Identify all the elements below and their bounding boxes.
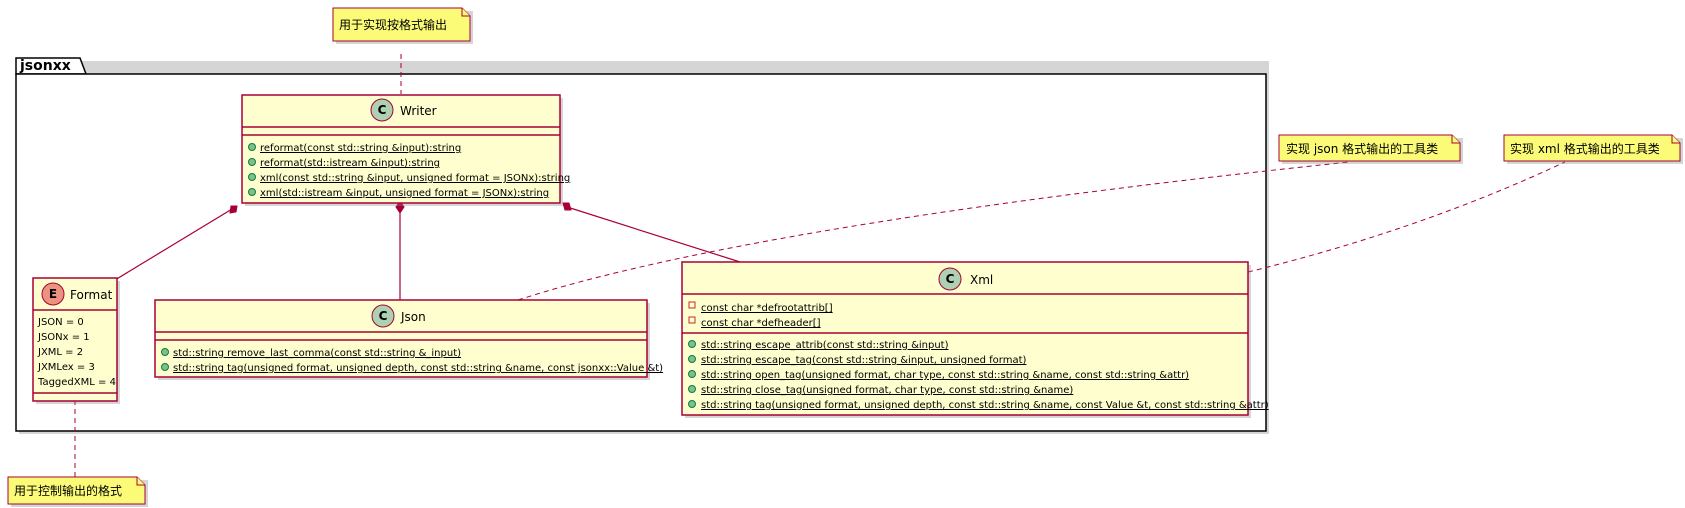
- class-stereotype-icon: [371, 304, 395, 328]
- assoc-writer-format: [114, 205, 238, 281]
- writer-method-3: xml(const std::string &input, unsigned f…: [260, 173, 570, 184]
- note-text-writer: 用于实现按格式输出: [339, 17, 447, 32]
- format-constant-2: JSONx = 1: [37, 332, 90, 343]
- xml-method-5: std::string tag(unsigned format, unsigne…: [701, 400, 1269, 411]
- composition-diamond-format: [229, 205, 238, 214]
- xml-method-3: std::string open_tag(unsigned format, ch…: [701, 370, 1189, 381]
- public-method-icon: [688, 340, 696, 348]
- enum-stereotype-letter: E: [49, 287, 57, 301]
- xml-field-2: const char *defheader[]: [701, 318, 821, 329]
- class-stereotype-letter: C: [946, 272, 955, 286]
- class-xml[interactable]: C Xml const char *defrootattrib[] const …: [681, 261, 1269, 418]
- enum-format[interactable]: E Format JSON = 0 JSONx = 1 JXML = 2 JXM…: [32, 277, 120, 404]
- class-stereotype-letter: C: [378, 103, 387, 117]
- associations: [114, 200, 741, 300]
- note-xml: 实现 xml 格式输出的工具类: [1503, 134, 1683, 164]
- public-method-icon: [248, 188, 256, 196]
- format-constant-1: JSON = 0: [37, 317, 84, 328]
- public-method-icon: [248, 173, 256, 181]
- composition-diamond-json: [395, 200, 405, 214]
- xml-field-1: const char *defrootattrib[]: [701, 303, 833, 314]
- json-method-2: std::string tag(unsigned format, unsigne…: [173, 363, 663, 374]
- public-method-icon: [688, 385, 696, 393]
- class-stereotype-icon: [370, 98, 394, 122]
- writer-method-2: reformat(std::istream &input):string: [260, 158, 440, 169]
- class-name-xml: Xml: [970, 273, 993, 287]
- json-method-1: std::string remove_last_comma(const std:…: [173, 348, 461, 359]
- xml-method-1: std::string escape_attrib(const std::str…: [701, 340, 949, 351]
- xml-method-4: std::string close_tag(unsigned format, c…: [701, 385, 1073, 396]
- class-name-writer: Writer: [400, 104, 437, 118]
- package-title: jsonxx: [19, 58, 71, 74]
- note-writer: 用于实现按格式输出: [332, 7, 473, 44]
- note-text-xml: 实现 xml 格式输出的工具类: [1510, 141, 1660, 156]
- writer-method-4: xml(std::istream &input, unsigned format…: [260, 188, 549, 199]
- format-constant-5: TaggedXML = 4: [37, 377, 116, 388]
- public-method-icon: [688, 400, 696, 408]
- note-text-format: 用于控制输出的格式: [14, 483, 122, 498]
- composition-diamond-xml: [562, 202, 572, 211]
- note-format: 用于控制输出的格式: [7, 476, 148, 507]
- note-links: [74, 54, 1566, 477]
- note-text-json: 实现 json 格式输出的工具类: [1286, 141, 1438, 156]
- note-json: 实现 json 格式输出的工具类: [1278, 134, 1463, 164]
- public-method-icon: [248, 143, 256, 151]
- public-method-icon: [688, 355, 696, 363]
- class-writer[interactable]: C Writer reformat(const std::string &inp…: [241, 94, 570, 206]
- private-field-icon: [688, 316, 696, 324]
- format-constant-3: JXML = 2: [37, 347, 83, 358]
- public-method-icon: [161, 348, 169, 356]
- writer-method-1: reformat(const std::string &input):strin…: [260, 143, 461, 154]
- xml-method-2: std::string escape_tag(const std::string…: [701, 355, 1027, 366]
- class-json[interactable]: C Json std::string remove_last_comma(con…: [154, 299, 663, 380]
- public-method-icon: [688, 370, 696, 378]
- assoc-writer-xml: [563, 205, 741, 263]
- class-name-json: Json: [400, 310, 426, 324]
- class-stereotype-icon: [938, 267, 962, 291]
- enum-stereotype-icon: [41, 282, 65, 306]
- public-method-icon: [248, 158, 256, 166]
- note-link-json: [517, 161, 1350, 301]
- private-field-icon: [688, 301, 696, 309]
- format-constant-4: JXMLex = 3: [37, 362, 95, 373]
- note-link-xml: [1247, 161, 1566, 273]
- class-stereotype-letter: C: [379, 309, 388, 323]
- class-name-format: Format: [70, 288, 113, 302]
- public-method-icon: [161, 363, 169, 371]
